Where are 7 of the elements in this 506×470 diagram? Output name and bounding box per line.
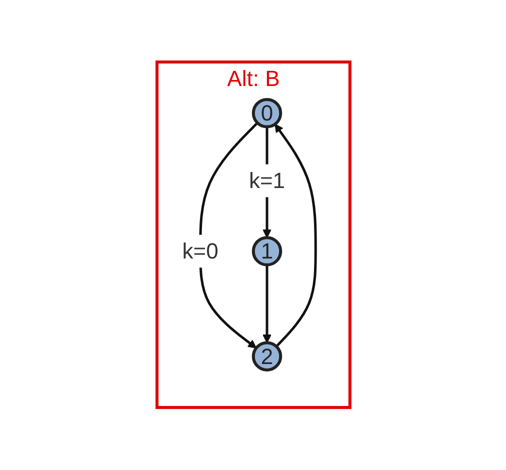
edge-label: k=1	[248, 168, 285, 194]
node-circle: 1	[251, 236, 282, 267]
edge-label: k=0	[182, 238, 218, 264]
node-circle: 0	[251, 98, 282, 128]
arrow	[274, 124, 316, 348]
node-circle: 2	[251, 342, 282, 372]
arrow	[262, 265, 271, 344]
